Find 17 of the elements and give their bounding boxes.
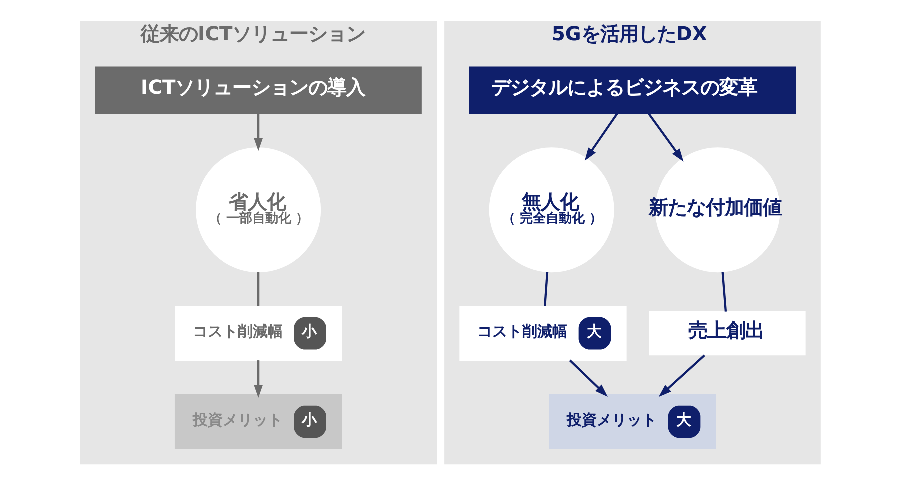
node-box: コスト削減幅 大 bbox=[459, 306, 626, 361]
connector bbox=[721, 272, 727, 312]
arrow bbox=[584, 112, 618, 160]
node-circle: 省人化 （ 一部自動化 ） bbox=[196, 147, 321, 272]
node-box: 売上創出 bbox=[648, 310, 806, 356]
node-box: 投資メリット 小 bbox=[174, 394, 342, 449]
arrow bbox=[658, 354, 705, 397]
node-box: デジタルによるビジネスの変革 bbox=[468, 66, 796, 114]
node-box: ICTソリューションの導入 bbox=[94, 66, 422, 114]
arrow bbox=[568, 359, 608, 397]
node-box: コスト削減幅 小 bbox=[174, 306, 342, 361]
node-box: 投資メリット 大 bbox=[548, 394, 716, 449]
connector bbox=[544, 272, 548, 306]
connector bbox=[256, 272, 260, 306]
arrow bbox=[254, 113, 263, 151]
arrow bbox=[254, 360, 263, 398]
arrow bbox=[647, 112, 684, 162]
